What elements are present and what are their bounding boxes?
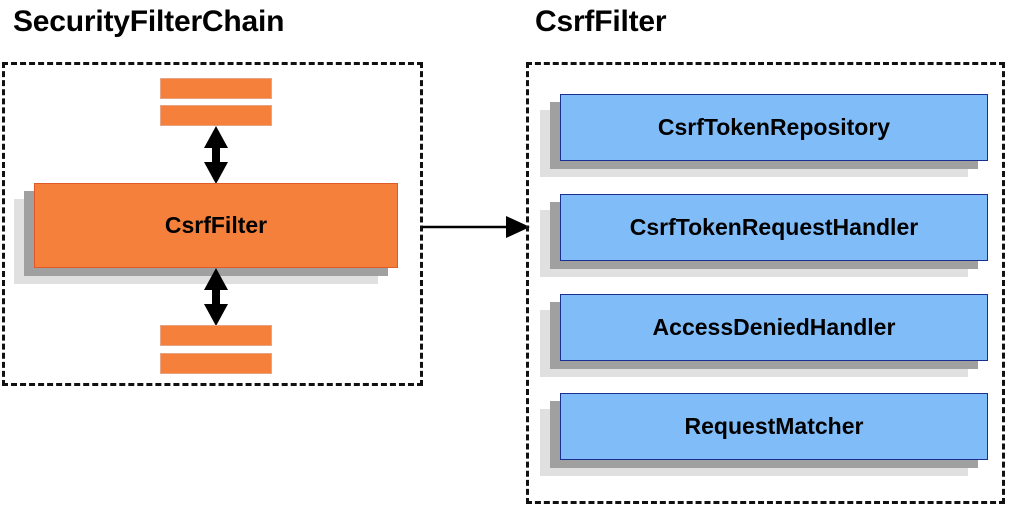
collaborator-node-request-matcher[interactable]: RequestMatcher xyxy=(540,393,988,476)
csrf-filter-node-label: CsrfFilter xyxy=(34,183,398,268)
filter-bar-above-2 xyxy=(160,105,272,126)
csrf-filter-node[interactable]: CsrfFilter xyxy=(14,183,398,284)
bidirectional-arrow-below-icon xyxy=(200,268,232,326)
expansion-connector-arrow-icon xyxy=(422,214,534,240)
collaborator-node-label: CsrfTokenRepository xyxy=(560,94,988,161)
collaborator-node-label: CsrfTokenRequestHandler xyxy=(560,194,988,261)
left-panel-title: SecurityFilterChain xyxy=(13,5,285,38)
collaborator-node-access-denied-handler[interactable]: AccessDeniedHandler xyxy=(540,294,988,377)
collaborator-node-label: RequestMatcher xyxy=(560,393,988,460)
bidirectional-arrow-above-icon xyxy=(200,126,232,184)
filter-bar-below-1 xyxy=(160,325,272,346)
filter-bar-above-1 xyxy=(160,78,272,99)
collaborator-node-csrf-token-request-handler[interactable]: CsrfTokenRequestHandler xyxy=(540,194,988,277)
collaborator-node-csrf-token-repository[interactable]: CsrfTokenRepository xyxy=(540,94,988,177)
security-filter-chain-group xyxy=(2,62,423,386)
filter-bar-below-2 xyxy=(160,353,272,374)
collaborator-node-label: AccessDeniedHandler xyxy=(560,294,988,361)
csrf-filter-collaborators-group xyxy=(526,62,1005,504)
right-panel-title: CsrfFilter xyxy=(535,5,667,38)
